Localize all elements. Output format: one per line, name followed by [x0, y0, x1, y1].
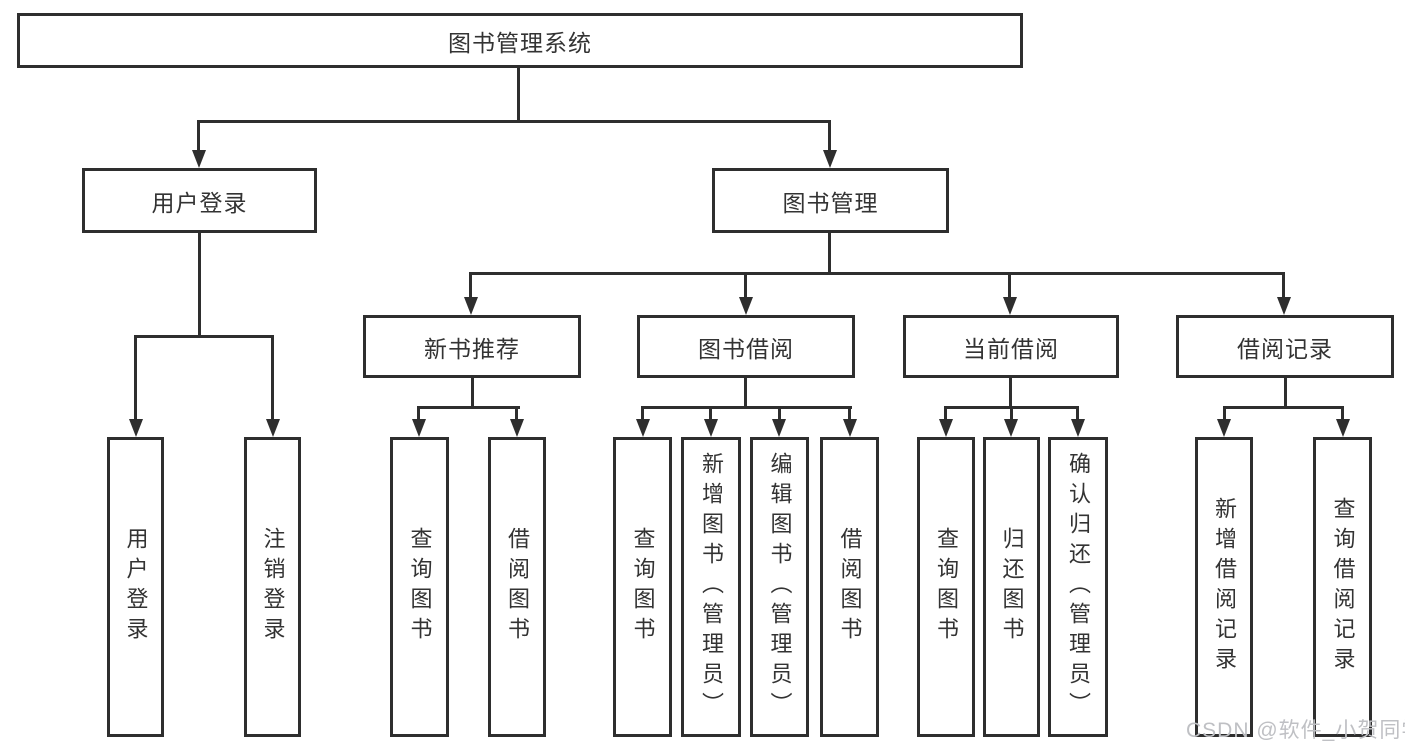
connector-to-bb-query: [641, 406, 644, 421]
node-borrowing-records-label: 借阅记录: [1237, 335, 1333, 362]
leaf-cb-return-books: 归还图书: [983, 437, 1040, 737]
connector-user-login-stem: [198, 231, 201, 335]
arrowhead-down-icon: [772, 419, 786, 437]
connector-to-bb-borrow: [848, 406, 851, 421]
node-root-label: 图书管理系统: [448, 29, 592, 56]
arrowhead-down-icon: [464, 297, 478, 315]
arrowhead-down-icon: [704, 419, 718, 437]
connector-to-borrowing-records: [1282, 272, 1285, 299]
arrowhead-down-icon: [636, 419, 650, 437]
connector-to-bb-edit: [778, 406, 781, 421]
csdn-watermark: CSDN @软件_小贺同学: [1186, 719, 1405, 742]
leaf-logout-label: 注销登录: [260, 527, 286, 647]
node-root: 图书管理系统: [17, 13, 1023, 68]
leaf-br-query-record-label: 查询借阅记录: [1330, 497, 1356, 677]
arrowhead-down-icon: [1217, 419, 1231, 437]
arrowhead-down-icon: [266, 419, 280, 437]
leaf-cb-query-books-label: 查询图书: [934, 527, 959, 647]
connector-new-book-rec-stem: [471, 376, 474, 408]
connector-user-login-hline: [134, 335, 274, 338]
arrowhead-down-icon: [412, 419, 426, 437]
connector-new-book-rec-hline: [417, 406, 520, 409]
node-book-management: 图书管理: [712, 168, 949, 233]
node-book-management-label: 图书管理: [782, 189, 879, 216]
connector-to-cb-query: [944, 406, 947, 421]
connector-root-to-user-login-stem: [197, 120, 200, 152]
leaf-cb-return-books-label: 归还图书: [999, 527, 1025, 647]
connector-book-mgmt-hline: [469, 272, 1285, 275]
connector-borrowing-records-hline: [1223, 406, 1344, 409]
connector-to-nbr-borrow: [515, 406, 518, 421]
leaf-nbr-borrow-books: 借阅图书: [488, 437, 546, 737]
connector-root-to-book-mgmt-stem: [828, 120, 831, 152]
node-current-borrowing-label: 当前借阅: [963, 335, 1059, 362]
arrowhead-down-icon: [1004, 419, 1018, 437]
node-book-borrowing: 图书借阅: [637, 315, 855, 378]
leaf-user-login: 用户登录: [107, 437, 164, 737]
leaf-bb-query-books: 查询图书: [613, 437, 672, 737]
leaf-bb-add-books-admin: 新增图书（管理员）: [681, 437, 741, 737]
leaf-bb-query-books-label: 查询图书: [630, 527, 656, 647]
node-user-login: 用户登录: [82, 168, 317, 233]
node-new-book-recommendation: 新书推荐: [363, 315, 581, 378]
leaf-cb-confirm-return-admin-label: 确认归还（管理员）: [1066, 452, 1091, 722]
leaf-br-add-record-label: 新增借阅记录: [1212, 497, 1237, 677]
arrowhead-down-icon: [1071, 419, 1085, 437]
connector-to-leaf-logout: [271, 335, 274, 421]
arrowhead-down-icon: [823, 150, 837, 168]
leaf-logout: 注销登录: [244, 437, 301, 737]
node-book-borrowing-label: 图书借阅: [698, 335, 794, 362]
leaf-nbr-borrow-books-label: 借阅图书: [505, 527, 530, 647]
leaf-nbr-query-books-label: 查询图书: [407, 527, 433, 647]
connector-current-borrowing-stem: [1009, 376, 1012, 408]
connector-to-book-borrowing: [744, 272, 747, 299]
connector-to-nbr-query: [417, 406, 420, 421]
leaf-bb-borrow-books-label: 借阅图书: [837, 527, 863, 647]
connector-to-current-borrowing: [1008, 272, 1011, 299]
arrowhead-down-icon: [843, 419, 857, 437]
leaf-nbr-query-books: 查询图书: [390, 437, 449, 737]
connector-to-br-add: [1223, 406, 1226, 421]
leaf-bb-edit-books-admin: 编辑图书（管理员）: [750, 437, 809, 737]
arrowhead-down-icon: [1003, 297, 1017, 315]
connector-book-mgmt-stem: [828, 231, 831, 275]
node-user-login-label: 用户登录: [151, 189, 248, 216]
leaf-br-query-record: 查询借阅记录: [1313, 437, 1372, 737]
connector-to-leaf-user-login: [134, 335, 137, 421]
arrowhead-down-icon: [192, 150, 206, 168]
arrowhead-down-icon: [939, 419, 953, 437]
connector-borrowing-records-stem: [1284, 376, 1287, 408]
connector-to-cb-confirm: [1076, 406, 1079, 421]
node-borrowing-records: 借阅记录: [1176, 315, 1394, 378]
connector-root-hline: [197, 120, 831, 123]
arrowhead-down-icon: [1336, 419, 1350, 437]
node-current-borrowing: 当前借阅: [903, 315, 1119, 378]
connector-to-bb-add: [709, 406, 712, 421]
leaf-br-add-record: 新增借阅记录: [1195, 437, 1253, 737]
leaf-bb-edit-books-admin-label: 编辑图书（管理员）: [767, 452, 793, 722]
leaf-cb-query-books: 查询图书: [917, 437, 975, 737]
leaf-bb-add-books-admin-label: 新增图书（管理员）: [699, 452, 724, 722]
leaf-user-login-label: 用户登录: [123, 527, 149, 647]
node-new-book-recommendation-label: 新书推荐: [424, 335, 520, 362]
arrowhead-down-icon: [129, 419, 143, 437]
connector-to-new-book-rec: [469, 272, 472, 299]
connector-root-stem: [517, 66, 520, 120]
leaf-cb-confirm-return-admin: 确认归还（管理员）: [1048, 437, 1108, 737]
connector-to-br-query: [1341, 406, 1344, 421]
connector-book-borrowing-hline: [641, 406, 852, 409]
arrowhead-down-icon: [1277, 297, 1291, 315]
arrowhead-down-icon: [510, 419, 524, 437]
arrowhead-down-icon: [739, 297, 753, 315]
leaf-bb-borrow-books: 借阅图书: [820, 437, 879, 737]
connector-to-cb-return: [1010, 406, 1013, 421]
connector-book-borrowing-stem: [744, 376, 747, 408]
